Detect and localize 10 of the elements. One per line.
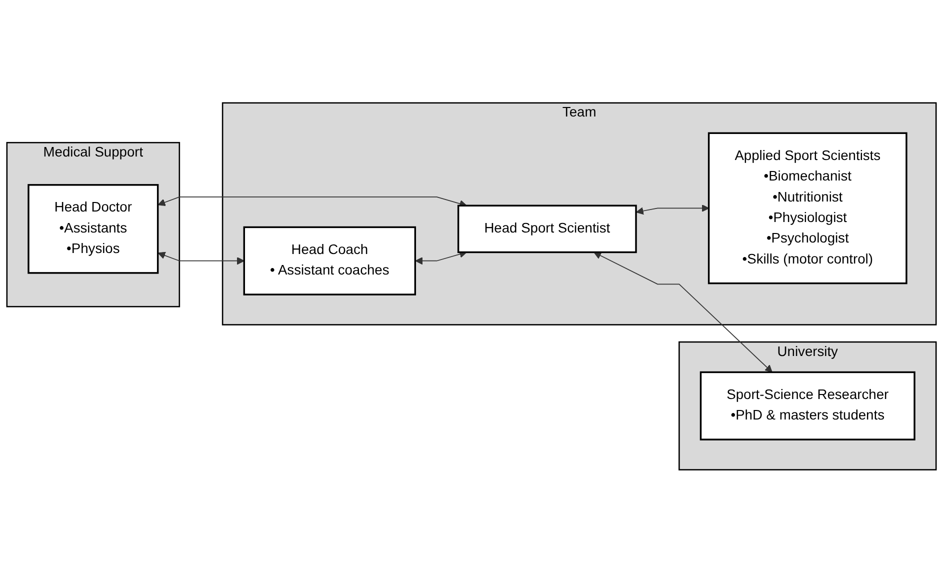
node-box: Sport-Science Researcher •PhD & masters students <box>700 371 916 440</box>
node-box: Applied Sport Scientists •Biomechanist •Nutritionist •Physiologist •Psychologist •Skills (motor control) <box>708 132 908 284</box>
arrow <box>158 196 467 208</box>
arrow <box>594 252 772 372</box>
node-box: Head Doctor •Assistants •Physios <box>28 184 159 274</box>
arrow <box>158 251 244 264</box>
node-box: Head Sport Scientist <box>457 204 637 253</box>
arrow <box>415 250 467 264</box>
arrow <box>636 204 710 214</box>
node-box: Head Coach • Assistant coaches <box>243 226 416 296</box>
